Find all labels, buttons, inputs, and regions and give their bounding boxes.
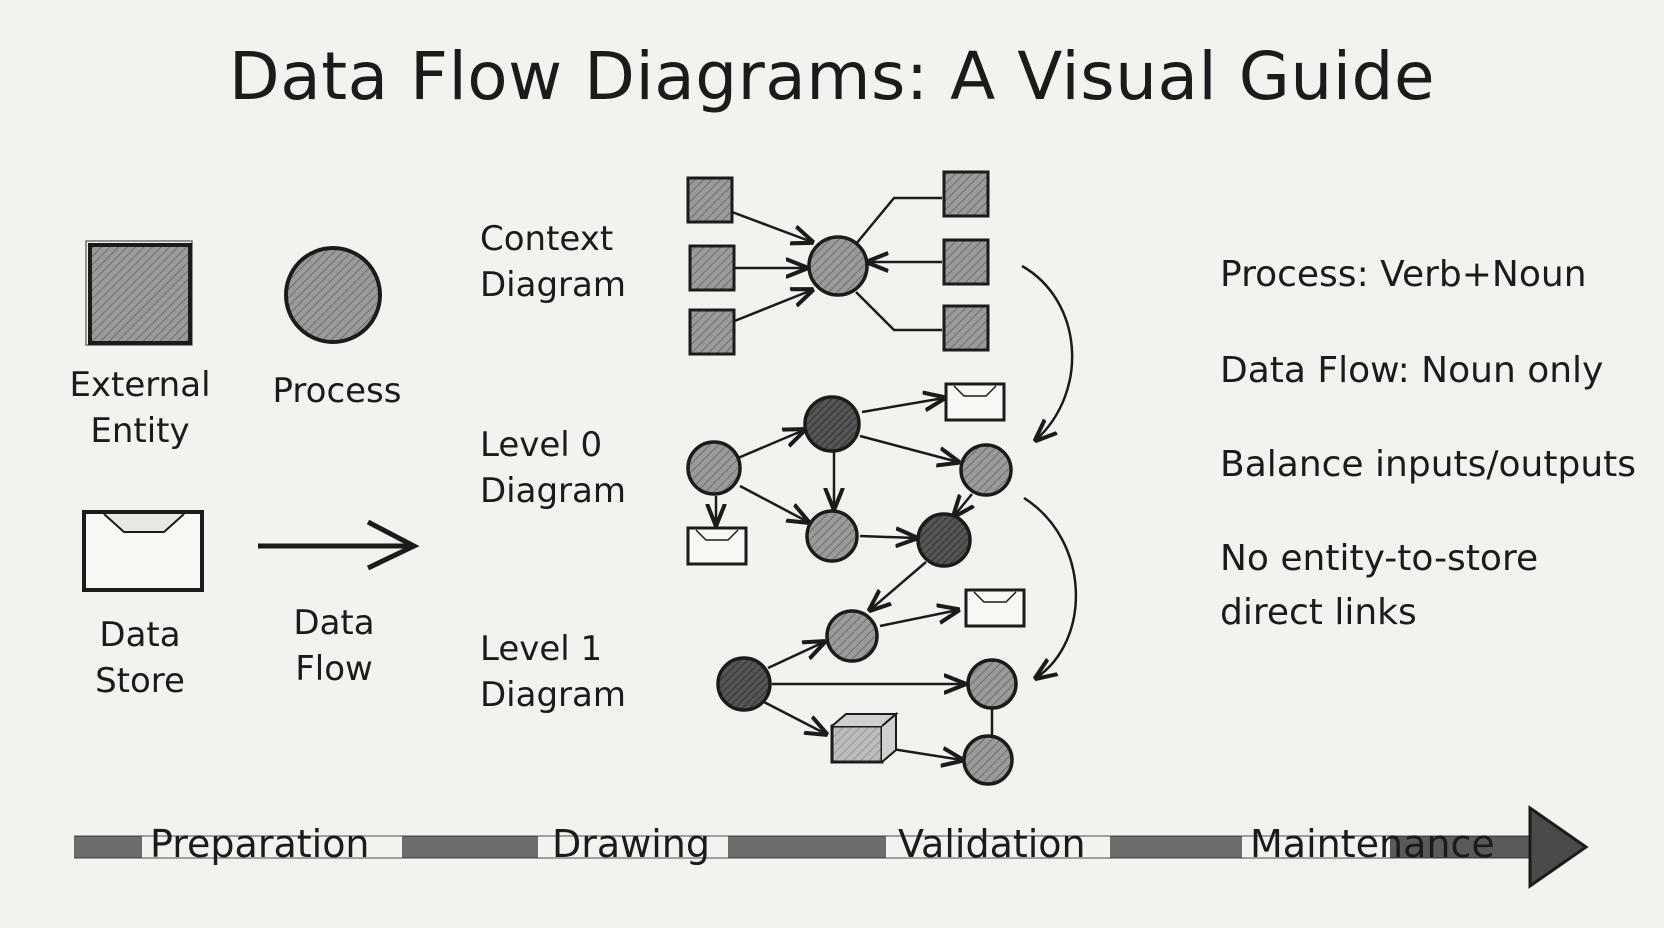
legend-external-entity-line2: Entity xyxy=(90,411,190,451)
rule-no-entity-store-line1: No entity-to-store xyxy=(1220,538,1539,579)
context-diagram-line2: Diagram xyxy=(480,265,626,305)
context-diagram-line1: Context xyxy=(480,219,614,259)
legend-data-store-label: Data Store xyxy=(78,612,202,704)
step-preparation: Preparation xyxy=(150,822,370,866)
level1-diagram-line2: Diagram xyxy=(480,675,626,715)
legend-external-entity-symbol xyxy=(85,240,193,346)
level1-diagram xyxy=(716,588,1026,786)
context-diagram-label: Context Diagram xyxy=(480,216,626,308)
context-diagram xyxy=(686,170,990,356)
rule-process-naming: Process: Verb+Noun xyxy=(1220,254,1587,295)
legend-data-flow-line1: Data xyxy=(293,603,375,643)
legend-data-store-line2: Store xyxy=(95,661,185,701)
level1-diagram-line1: Level 1 xyxy=(480,629,603,669)
legend-process-label: Process xyxy=(272,371,402,411)
page-title: Data Flow Diagrams: A Visual Guide xyxy=(228,38,1436,115)
rule-balance: Balance inputs/outputs xyxy=(1220,444,1637,485)
legend-data-store-symbol xyxy=(82,510,204,592)
level0-diagram-label: Level 0 Diagram xyxy=(480,422,626,514)
legend-external-entity-label: External Entity xyxy=(58,362,222,454)
legend-data-flow-line2: Flow xyxy=(295,649,373,689)
legend-data-flow-label: Data Flow xyxy=(272,600,396,692)
level0-diagram-line2: Diagram xyxy=(480,471,626,511)
level0-diagram xyxy=(686,382,1013,568)
rule-data-flow-naming: Data Flow: Noun only xyxy=(1220,350,1604,391)
level1-diagram-label: Level 1 Diagram xyxy=(480,626,626,718)
legend-external-entity-line1: External xyxy=(69,365,211,405)
step-maintenance: Maintenance xyxy=(1250,822,1495,866)
step-validation: Validation xyxy=(898,822,1086,866)
process-timeline xyxy=(74,805,1589,889)
legend-data-store-line1: Data xyxy=(99,615,181,655)
step-drawing: Drawing xyxy=(552,822,711,866)
level0-diagram-line1: Level 0 xyxy=(480,425,603,465)
legend-process-symbol xyxy=(284,246,382,344)
legend-data-flow-arrow xyxy=(258,519,420,571)
rule-no-entity-store-line2: direct links xyxy=(1220,592,1417,633)
